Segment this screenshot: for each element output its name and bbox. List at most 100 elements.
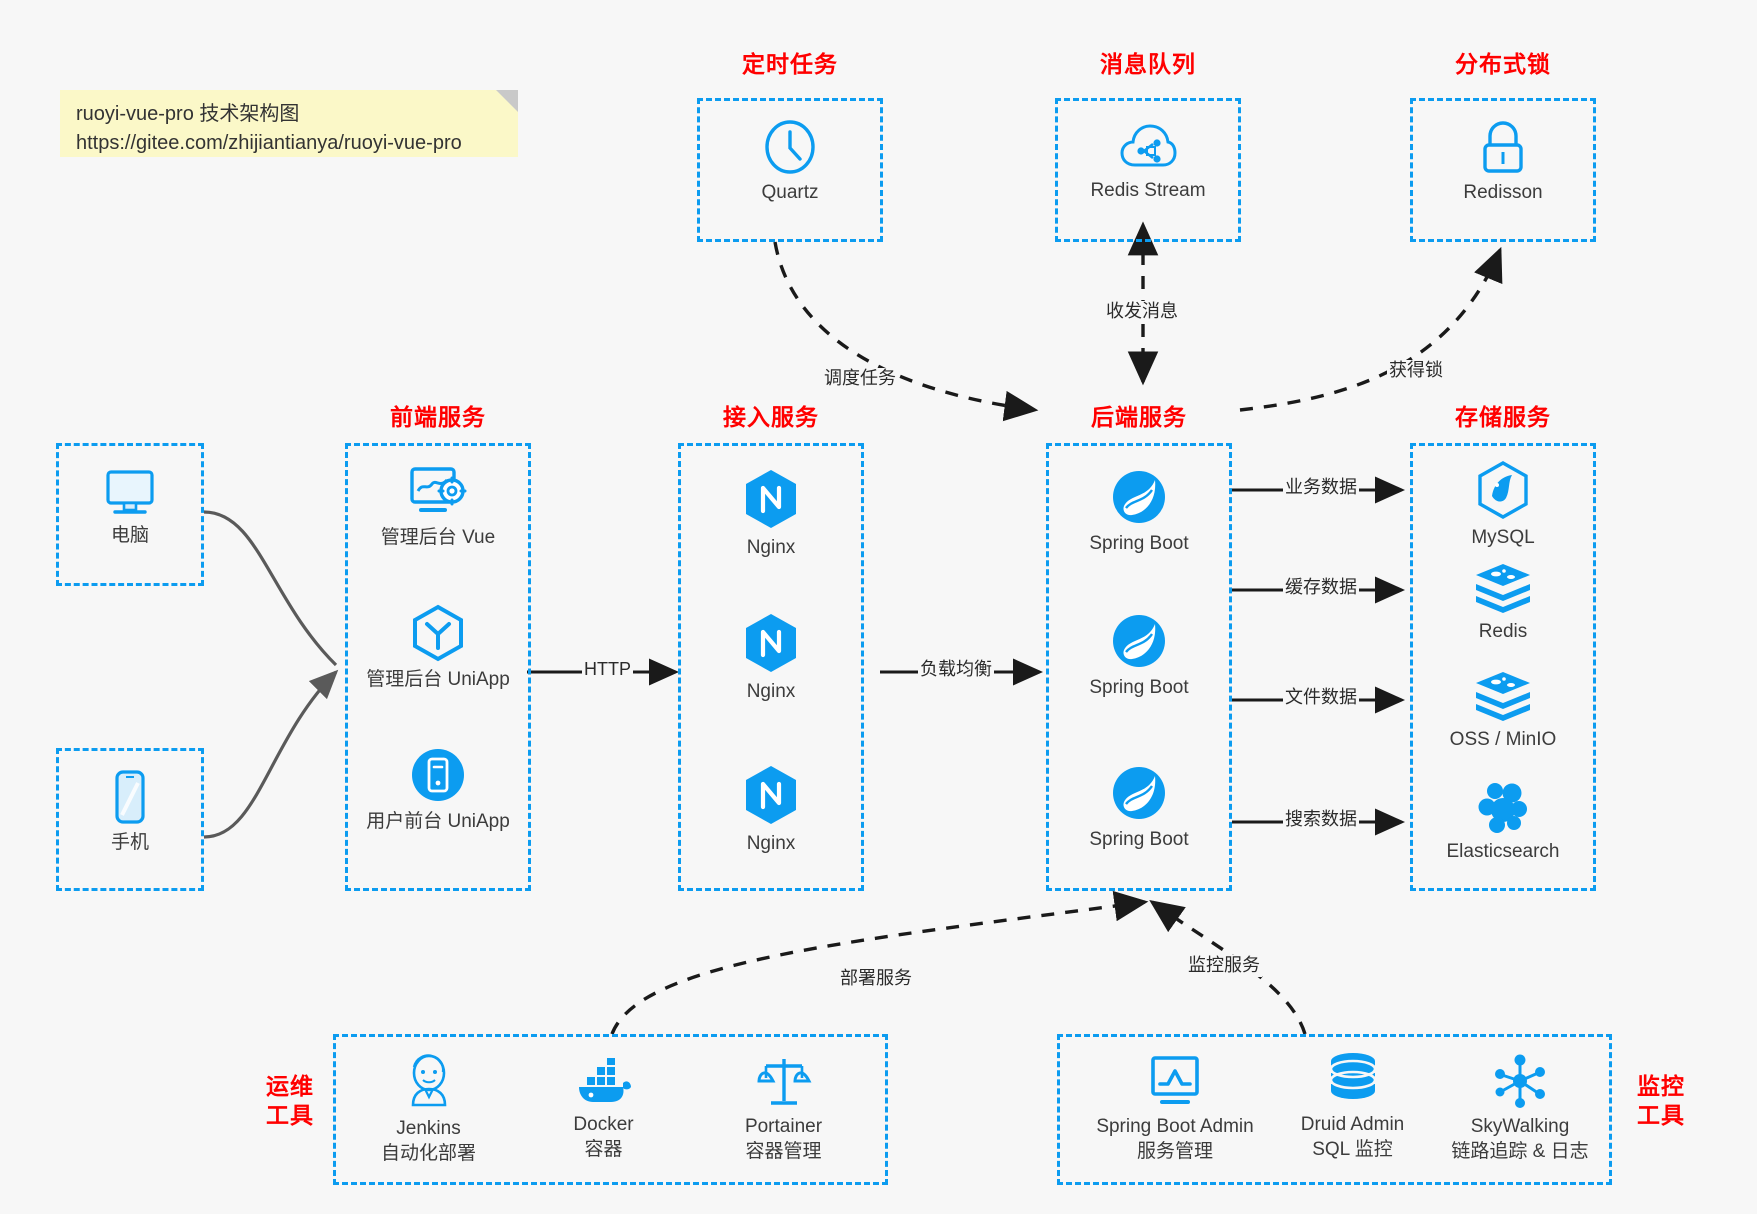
node-admin-uniapp[interactable]: 管理后台 UniApp: [348, 604, 528, 692]
node-label: MySQL: [1471, 527, 1535, 548]
jenkins-icon: [401, 1053, 457, 1111]
group-gateway: Nginx Nginx Nginx: [678, 443, 864, 891]
node-label: 管理后台 UniApp: [366, 669, 510, 690]
edge-label-deploy-service: 部署服务: [838, 968, 914, 990]
node-label: Portainer: [744, 1116, 823, 1137]
note-line-2: https://gitee.com/zhijiantianya/ruoyi-vu…: [76, 132, 462, 154]
node-sublabel: 容器管理: [745, 1141, 822, 1163]
group-frontend: 管理后台 Vue 管理后台 UniApp 用户前台 UniApp: [345, 443, 531, 891]
redis-icon: [1473, 562, 1533, 614]
node-label: Quartz: [761, 182, 819, 203]
node-spring-boot-2[interactable]: Spring Boot: [1049, 612, 1229, 700]
node-sublabel: 自动化部署: [380, 1143, 476, 1165]
node-quartz[interactable]: Quartz: [700, 119, 880, 205]
monitor-title-line-1: 监控: [1637, 1073, 1685, 1099]
node-label: OSS / MinIO: [1449, 729, 1557, 750]
edge-label-monitor-service: 监控服务: [1186, 955, 1262, 977]
group-title-gateway: 接入服务: [723, 404, 819, 430]
node-oss-minio[interactable]: OSS / MinIO: [1413, 670, 1593, 752]
node-spring-boot-1[interactable]: Spring Boot: [1049, 468, 1229, 556]
node-label: Redis: [1478, 621, 1528, 642]
node-label: Docker: [573, 1114, 634, 1135]
node-label: Nginx: [746, 833, 796, 854]
group-client-mobile: 手机: [56, 748, 204, 891]
node-user-uniapp[interactable]: 用户前台 UniApp: [348, 746, 528, 834]
edge-label-schedule-task: 调度任务: [822, 368, 898, 390]
group-title-frontend: 前端服务: [390, 404, 486, 430]
node-mysql[interactable]: MySQL: [1413, 460, 1593, 550]
node-mobile[interactable]: 手机: [59, 769, 201, 855]
spring-icon: [1110, 468, 1168, 526]
edge-label-send-receive-message: 收发消息: [1104, 301, 1180, 323]
node-docker[interactable]: Docker 容器: [521, 1057, 686, 1162]
node-pc[interactable]: 电脑: [59, 466, 201, 548]
node-jenkins[interactable]: Jenkins 自动化部署: [346, 1053, 511, 1166]
node-redis[interactable]: Redis: [1413, 562, 1593, 644]
group-title-distributed-lock: 分布式锁: [1455, 51, 1551, 77]
node-label: SkyWalking: [1470, 1116, 1570, 1137]
node-druid-admin[interactable]: Druid Admin SQL 监控: [1270, 1051, 1435, 1162]
node-label: Redisson: [1463, 182, 1543, 203]
devops-title-line-1: 运维: [266, 1073, 314, 1099]
dashboard-icon: [407, 464, 469, 520]
group-client-pc: 电脑: [56, 443, 204, 586]
monitor-chart-icon: [1147, 1053, 1203, 1109]
node-sublabel: 链路追踪 & 日志: [1451, 1141, 1589, 1163]
node-label: Nginx: [746, 537, 796, 558]
node-sublabel: 服务管理: [1136, 1141, 1213, 1163]
node-label: Spring Boot: [1089, 677, 1189, 698]
node-label: Spring Boot: [1089, 829, 1189, 850]
docker-icon: [573, 1057, 635, 1107]
node-nginx-2[interactable]: Nginx: [681, 612, 861, 704]
edge-label-search-data: 搜索数据: [1283, 809, 1359, 831]
group-message-queue: Redis Stream: [1055, 98, 1241, 242]
cloud-stream-icon: [1119, 121, 1177, 173]
node-elasticsearch[interactable]: Elasticsearch: [1413, 778, 1593, 864]
node-label: 电脑: [110, 525, 149, 546]
group-distributed-lock: Redisson: [1410, 98, 1596, 242]
group-title-backend: 后端服务: [1091, 404, 1187, 430]
node-sublabel: 容器: [584, 1139, 623, 1161]
group-devops: Jenkins 自动化部署 Docker 容器 Portainer 容器管理: [333, 1034, 888, 1185]
storage-layers-icon: [1473, 670, 1533, 722]
group-backend: Spring Boot Spring Boot Spring Boot: [1046, 443, 1232, 891]
edge-label-business-data: 业务数据: [1283, 477, 1359, 499]
phone-icon: [110, 769, 150, 825]
group-title-storage: 存储服务: [1455, 404, 1551, 430]
database-icon: [1326, 1051, 1380, 1107]
node-spring-boot-3[interactable]: Spring Boot: [1049, 764, 1229, 852]
nginx-icon: [742, 468, 800, 530]
group-title-scheduled-task: 定时任务: [742, 51, 838, 77]
nginx-icon: [742, 612, 800, 674]
edge-label-http: HTTP: [582, 659, 633, 681]
edge-label-load-balance: 负载均衡: [918, 659, 994, 681]
node-nginx-3[interactable]: Nginx: [681, 764, 861, 856]
group-scheduled-task: Quartz: [697, 98, 883, 242]
node-label: 手机: [110, 832, 149, 853]
group-storage: MySQL Redis OSS / MinIO Elasticsearch: [1410, 443, 1596, 891]
node-redisson[interactable]: Redisson: [1413, 119, 1593, 205]
node-label: Nginx: [746, 681, 796, 702]
node-portainer[interactable]: Portainer 容器管理: [701, 1053, 866, 1164]
skywalking-icon: [1492, 1053, 1548, 1109]
mobile-app-icon: [409, 746, 467, 804]
node-label: Druid Admin: [1300, 1114, 1405, 1135]
group-title-devops: 运维 工具: [255, 1072, 325, 1130]
node-sublabel: SQL 监控: [1312, 1139, 1393, 1161]
node-redis-stream[interactable]: Redis Stream: [1058, 121, 1238, 203]
sticky-note: ruoyi-vue-pro 技术架构图 https://gitee.com/zh…: [60, 90, 518, 157]
uniapp-icon: [409, 604, 467, 662]
node-admin-vue[interactable]: 管理后台 Vue: [348, 464, 528, 550]
edge-label-file-data: 文件数据: [1283, 687, 1359, 709]
node-label: 管理后台 Vue: [380, 527, 496, 548]
node-skywalking[interactable]: SkyWalking 链路追踪 & 日志: [1435, 1053, 1605, 1164]
node-label: Spring Boot Admin: [1096, 1116, 1254, 1137]
node-label: Redis Stream: [1090, 180, 1206, 201]
node-nginx-1[interactable]: Nginx: [681, 468, 861, 560]
group-title-monitor: 监控 工具: [1626, 1072, 1696, 1130]
node-spring-boot-admin[interactable]: Spring Boot Admin 服务管理: [1070, 1053, 1280, 1164]
spring-icon: [1110, 764, 1168, 822]
note-line-1: ruoyi-vue-pro 技术架构图: [76, 103, 300, 125]
group-title-message-queue: 消息队列: [1100, 51, 1196, 77]
